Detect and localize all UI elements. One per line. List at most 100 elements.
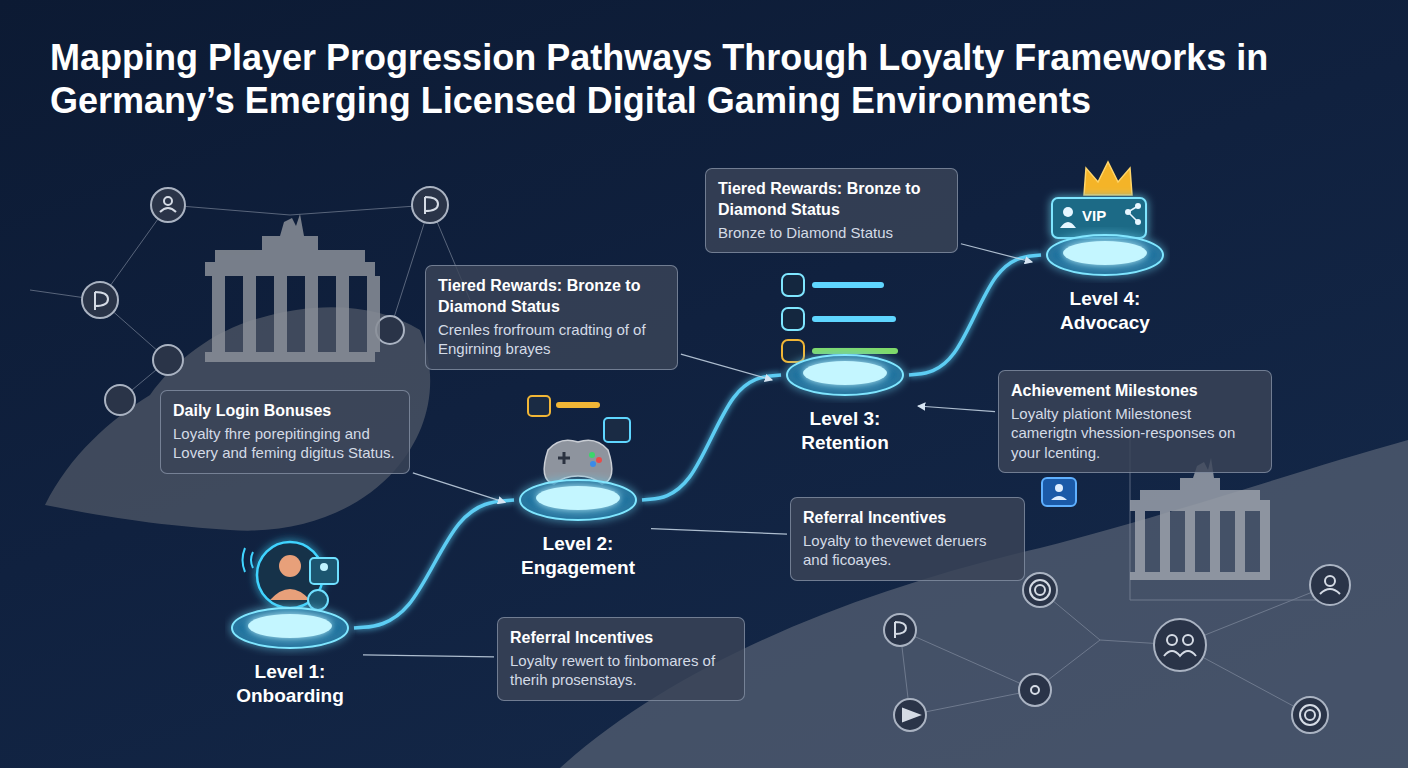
decor-shape xyxy=(903,709,919,721)
leader-line xyxy=(363,655,494,657)
gate-column xyxy=(1235,511,1245,572)
decor-shape xyxy=(812,348,898,354)
decor-shape xyxy=(205,262,375,276)
callout-body: Loyalty rewert to finbomares of therih p… xyxy=(510,651,732,690)
leader-line xyxy=(413,473,505,503)
decor-shape xyxy=(1310,565,1350,605)
platform-core xyxy=(803,361,887,385)
decor-shape xyxy=(82,282,118,318)
decor-shape xyxy=(1154,619,1206,671)
decor-shape xyxy=(1035,585,1045,595)
decor-shape xyxy=(604,418,630,442)
gate-column xyxy=(305,276,318,352)
callout-box: Daily Login BonusesLoyalty fhre porepiti… xyxy=(160,390,410,474)
decor-shape xyxy=(589,452,595,458)
decor-shape xyxy=(105,385,135,415)
level-label: Level 3: Retention xyxy=(783,407,907,455)
level-node: Level 1: Onboarding xyxy=(220,600,360,708)
level-label: Level 4: Advocacy xyxy=(1043,287,1167,335)
map-region xyxy=(560,440,1408,768)
decor-shape xyxy=(1180,478,1220,490)
platform-core xyxy=(248,614,332,638)
decor-shape xyxy=(270,589,310,600)
brandenburg-gate xyxy=(1130,458,1270,580)
decor-shape xyxy=(1040,585,1330,645)
decor-shape xyxy=(1305,710,1315,720)
leader-line xyxy=(681,354,772,380)
decor-shape xyxy=(900,630,1100,715)
gate-column xyxy=(1160,511,1170,572)
platform xyxy=(1040,227,1170,283)
callout-heading: Daily Login Bonuses xyxy=(173,401,397,422)
decor-shape xyxy=(1063,207,1073,217)
progression-path xyxy=(909,255,1041,375)
decor-shape xyxy=(544,440,612,484)
decor-shape xyxy=(1055,484,1063,492)
decor-shape xyxy=(1183,635,1193,645)
decor-shape xyxy=(812,316,896,322)
gate-column xyxy=(367,276,380,352)
callout-heading: Tiered Rewards: Bronze to Diamond Status xyxy=(718,179,945,221)
decor-shape xyxy=(812,282,884,288)
platform-ring xyxy=(520,480,636,520)
vip-badge xyxy=(1052,162,1146,238)
platform-core xyxy=(1063,241,1147,265)
decor-shape xyxy=(1052,198,1146,238)
callout-body: Bronze to Diamond Status xyxy=(718,223,945,243)
decor-shape xyxy=(1325,576,1335,586)
decor-shape xyxy=(1031,686,1039,694)
callout-heading: Tiered Rewards: Bronze to Diamond Status xyxy=(438,276,665,318)
callout-body: Crenles frorfroum cradting of of Engirni… xyxy=(438,320,665,359)
gamepad-icon xyxy=(528,396,630,484)
network-icons xyxy=(82,187,1350,733)
leader-line xyxy=(961,244,1032,262)
gate-column xyxy=(243,276,256,352)
decor-shape xyxy=(308,590,328,610)
icon-glyphs xyxy=(95,197,1340,725)
decor-shape xyxy=(164,197,172,205)
gate-column xyxy=(1185,511,1195,572)
level-label: Level 1: Onboarding xyxy=(228,660,352,708)
platform xyxy=(513,472,643,528)
level-node: Level 3: Retention xyxy=(775,347,915,455)
leader-line xyxy=(918,406,995,412)
callout-box: Tiered Rewards: Bronze to Diamond Status… xyxy=(425,265,678,370)
decor-shape xyxy=(376,316,404,344)
decor-shape xyxy=(1300,705,1320,725)
leader-line xyxy=(651,529,787,534)
progression-path xyxy=(354,500,514,628)
badge-label: VIP xyxy=(1082,207,1106,224)
decor-shape xyxy=(782,340,804,362)
gate-column xyxy=(336,276,349,352)
decor-shape xyxy=(243,548,254,572)
decor-shape xyxy=(390,205,430,330)
gate-column xyxy=(1260,511,1270,572)
gate-column xyxy=(1210,511,1220,572)
brandenburg-gate xyxy=(205,214,380,362)
decor-shape xyxy=(782,308,804,330)
decor-shape xyxy=(1030,580,1050,600)
decor-shape xyxy=(1023,573,1057,607)
decor-shape xyxy=(215,250,365,262)
decor-shape xyxy=(279,555,301,577)
decor-shape xyxy=(412,187,448,223)
decor-shape xyxy=(782,274,804,296)
decor-shape xyxy=(280,214,304,236)
decor-shape xyxy=(151,188,185,222)
platform-ring xyxy=(232,608,348,648)
progress-bars xyxy=(782,274,898,362)
decor-shape xyxy=(558,452,570,464)
callout-box: Tiered Rewards: Bronze to Diamond Status… xyxy=(705,168,958,253)
decor-shape xyxy=(160,208,176,212)
callout-body: Loyalty fhre porepitinging and Lovery an… xyxy=(173,424,397,463)
title: Mapping Player Progression Pathways Thro… xyxy=(50,36,1380,122)
chat-icon xyxy=(1042,478,1076,506)
callout-heading: Referral Incentives xyxy=(803,508,1012,529)
platform xyxy=(780,347,910,403)
decor-shape xyxy=(1167,635,1177,645)
callout-heading: Referral Incentives xyxy=(510,628,732,649)
callout-body: Loyalty to thevewet deruers and ficoayes… xyxy=(803,531,1012,570)
callout-body: Loyalty plationt Milestonest camerigtn v… xyxy=(1011,404,1259,463)
callout-box: Referral IncentivesLoyalty to thevewet d… xyxy=(790,497,1025,581)
platform xyxy=(225,600,355,656)
